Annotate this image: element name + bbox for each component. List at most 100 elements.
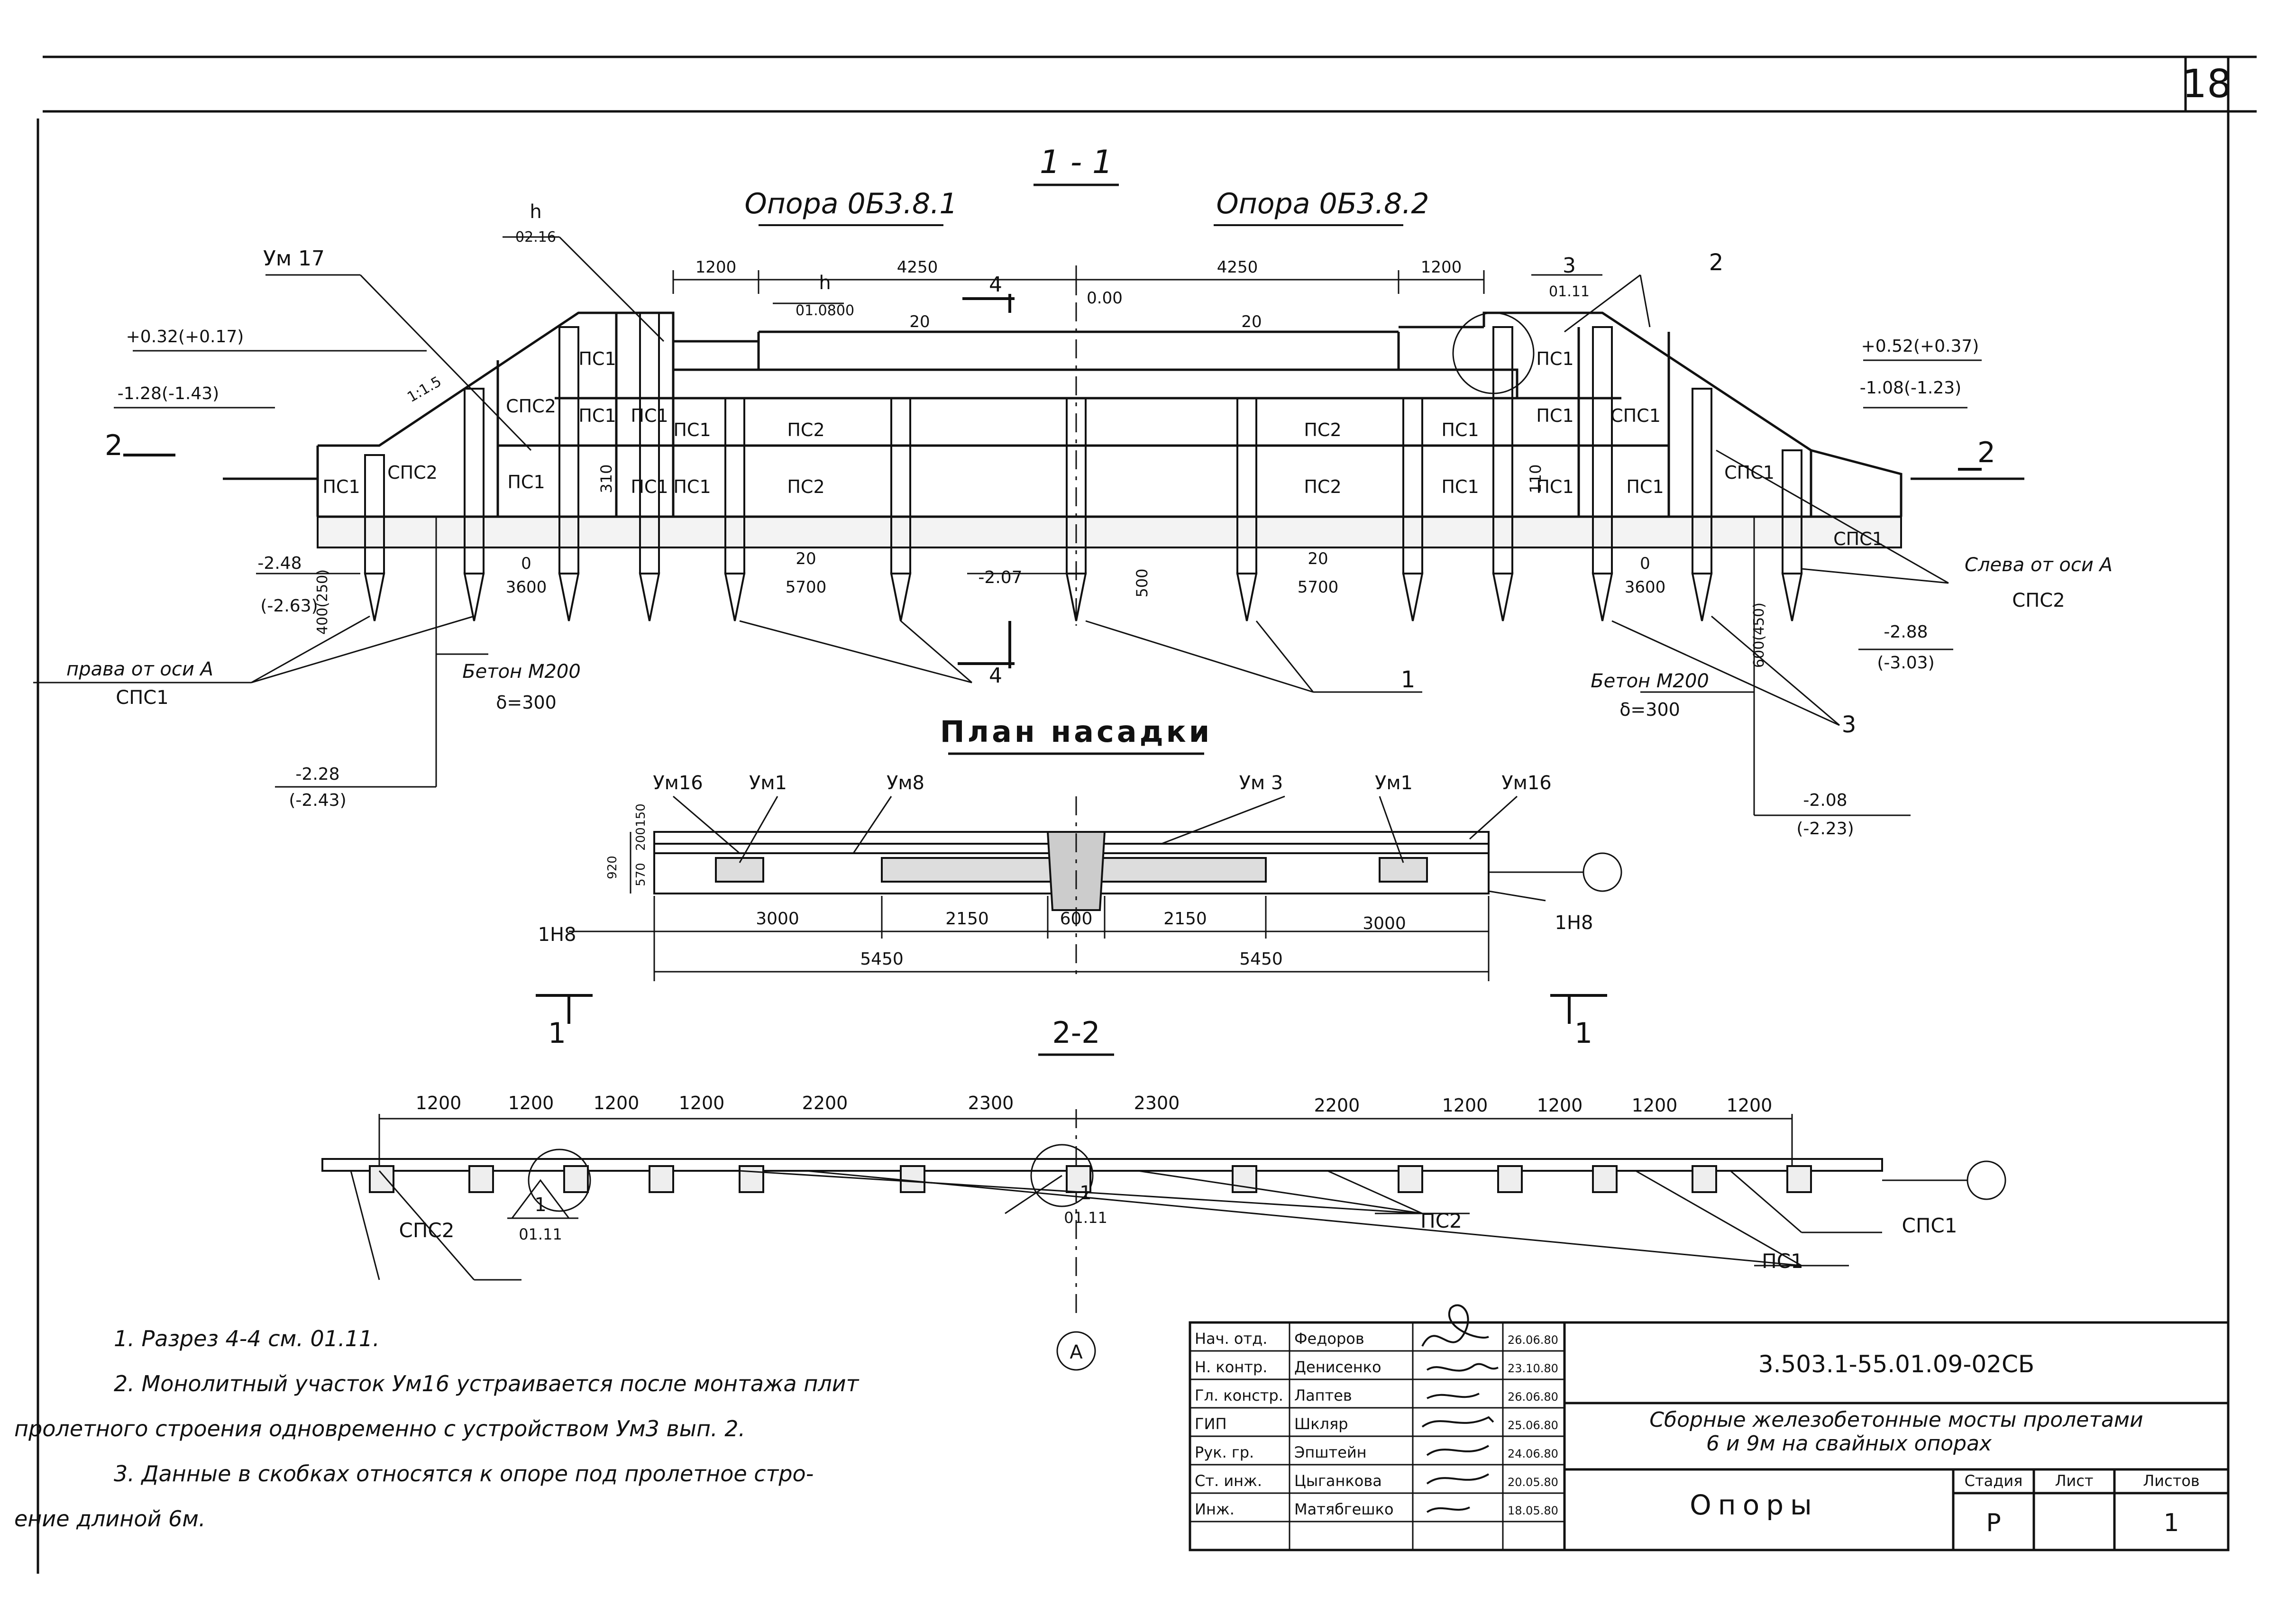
elev-left-bottom-alt: (-2.63): [260, 596, 318, 616]
elev-right-mid: -1.08(-1.23): [1860, 378, 1961, 398]
label-ps1: ПС1: [1536, 476, 1573, 497]
spacing: 2300: [1134, 1093, 1180, 1113]
spacing: 1200: [508, 1093, 554, 1113]
section-1-1-callouts: Ум 17 h 02.16 h 01.0800 3 01.11 2 4 4 2 …: [33, 201, 2113, 738]
label-ps1: ПС1: [1626, 476, 1664, 497]
dim-310: 310: [597, 464, 615, 493]
sheet-title: Опоры: [1690, 1489, 1819, 1521]
approval-role: Н. контр.: [1195, 1358, 1267, 1376]
approval-row: ГИП Шкляр 25.06.80: [1195, 1415, 1558, 1433]
pile: [364, 454, 385, 621]
label-sps2: СПС2: [506, 396, 556, 417]
dim-20: 20: [1241, 312, 1262, 331]
elev-right-bottom: -2.88: [1884, 622, 1928, 642]
label-ps2: ПС2: [787, 419, 824, 440]
approval-name: Денисенко: [1294, 1358, 1381, 1376]
project-title-2: 6 и 9м на свайных опорах: [1706, 1432, 1992, 1456]
callout-h-mid: h: [819, 272, 831, 294]
pile: [463, 388, 485, 621]
dim-1200-left: 1200: [695, 258, 737, 277]
dim-4250-right: 4250: [1217, 258, 1258, 277]
left-of-axis-label: Слева от оси А: [1965, 554, 2113, 576]
pile: [890, 397, 912, 621]
approval-name: Федоров: [1294, 1330, 1364, 1348]
plan-of-cap: План насадки: [536, 714, 1622, 1050]
approval-name: Матябгешко: [1294, 1500, 1394, 1518]
dim-400-250: 400(250): [314, 569, 331, 635]
concrete-right: Бетон М200: [1591, 670, 1709, 692]
elev-left-base: -2.28: [295, 765, 339, 784]
section-1-1-dimensions: 1200 4250 4250 1200 0.00 20 20 20 20 570…: [114, 258, 1982, 839]
sheets-header: Листов: [2143, 1472, 2200, 1490]
pile: [1402, 397, 1424, 621]
note-line: 2. Монолитный участок Ум16 устраивается …: [114, 1371, 860, 1396]
left-of-axis-elem: СПС2: [2012, 590, 2065, 611]
callout-ref-3-bottom: 3: [1842, 711, 1857, 738]
callout-left-num: 1: [534, 1194, 546, 1216]
concrete-left-thk: δ=300: [496, 692, 557, 713]
plan-title: План насадки: [940, 714, 1212, 749]
plan-dim-570: 570: [634, 863, 648, 886]
elev-right-base: -2.08: [1803, 791, 1847, 810]
plan-mark-left: 1Н8: [538, 924, 576, 946]
note-line: пролетного строения одновременно с устро…: [14, 1416, 745, 1441]
concrete-right-thk: δ=300: [1619, 699, 1680, 720]
approval-date: 18.05.80: [1508, 1504, 1558, 1517]
label-sps2: СПС2: [399, 1219, 455, 1242]
axis-a-label: А: [1070, 1341, 1083, 1363]
label-ps1: ПС1: [631, 405, 668, 426]
plan-label-um8: Ум8: [887, 772, 924, 794]
title-block: [1189, 1321, 2230, 1551]
section-2-2-spacings: 1200 1200 1200 1200 2200 2300 2300 2200 …: [416, 1093, 1773, 1116]
section-1-left-mark: 1: [548, 1017, 566, 1050]
spacing: 1200: [1727, 1095, 1773, 1116]
plan-mark-right: 1Н8: [1555, 912, 1593, 934]
spacing: 1200: [1442, 1095, 1488, 1116]
approval-name: Лаптев: [1294, 1386, 1352, 1404]
sheet-number: 18: [2182, 62, 2232, 107]
dim-0-right: 0: [1640, 554, 1650, 573]
elev-left-mid: -1.28(-1.43): [118, 384, 219, 403]
dim-3600-left: 3600: [506, 578, 547, 597]
plan-label-um16-left: Ум16: [653, 772, 703, 794]
elev-center: -2.07: [978, 568, 1022, 587]
support-left-title: Опора 0Б3.8.1: [744, 187, 957, 220]
spacing: 1200: [1537, 1095, 1583, 1116]
spacing: 1200: [1632, 1095, 1678, 1116]
sheet-frame: [37, 55, 2257, 1574]
section-2-2-title: 2-2: [1052, 1015, 1100, 1050]
elev-right-bottom-alt: (-3.03): [1877, 653, 1934, 673]
section-1-1-structure: [223, 311, 2024, 548]
label-ps1: ПС1: [322, 476, 360, 497]
dim-5700-left: 5700: [786, 578, 827, 597]
elev-right-top: +0.52(+0.37): [1861, 337, 1979, 356]
label-sps1: СПС1: [1902, 1214, 1958, 1237]
doc-code: 3.503.1-55.01.09-02СБ: [1758, 1350, 2034, 1378]
plan-dim-150: 150: [634, 803, 648, 827]
pile: [1691, 388, 1713, 621]
pile: [639, 312, 660, 621]
label-ps2: ПС2: [1304, 419, 1341, 440]
dim-1200-right: 1200: [1421, 258, 1462, 277]
approval-name: Цыганкова: [1294, 1472, 1382, 1490]
plan-label-um1-right: Ум1: [1375, 772, 1413, 794]
dim-4250-left: 4250: [897, 258, 938, 277]
callout-left-sheet: 01.11: [519, 1225, 562, 1243]
plan-dim-200: 200: [634, 827, 648, 851]
section-2-right: 2: [1977, 436, 1995, 469]
elev-left-base-alt: (-2.43): [289, 791, 346, 810]
plan-dim-5450-right: 5450: [1239, 949, 1283, 969]
callout-h-mid-ref: 01.0800: [796, 302, 854, 319]
plan-label-um16-right: Ум16: [1501, 772, 1551, 794]
label-ps1: ПС1: [1536, 405, 1573, 426]
note-line: 3. Данные в скобках относятся к опоре по…: [114, 1461, 814, 1486]
pile: [1236, 397, 1258, 621]
plan-dim-3000-left: 3000: [756, 909, 799, 929]
section-2-left: 2: [105, 429, 123, 462]
right-of-axis-elem: СПС1: [116, 687, 168, 709]
plan-dim-3000-right: 3000: [1363, 914, 1406, 933]
plan-dim-2150-right: 2150: [1163, 909, 1207, 929]
approval-date: 20.05.80: [1508, 1476, 1558, 1489]
label-ps1: ПС1: [673, 419, 711, 440]
